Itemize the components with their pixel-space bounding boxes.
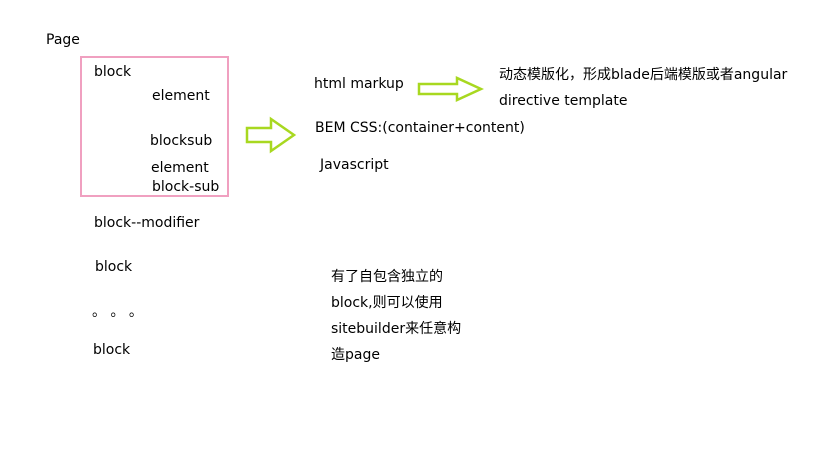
blocksub-label: blocksub	[150, 133, 213, 149]
right-arrow-icon	[245, 116, 297, 154]
block-label-3: block	[93, 342, 131, 358]
ellipsis-label: 。 。 。	[92, 304, 143, 320]
block-label: block	[94, 64, 132, 80]
element-label-2: element	[151, 160, 209, 176]
block-sub-label: block-sub	[152, 179, 220, 195]
bottom-note-line-3: sitebuilder来任意构	[331, 321, 462, 337]
block-modifier-label: block--modifier	[94, 215, 200, 231]
block-label-2: block	[95, 259, 133, 275]
html-markup-label: html markup	[314, 76, 404, 92]
bottom-note-line-2: block,则可以使用	[331, 295, 443, 311]
bottom-note-line-1: 有了自包含独立的	[331, 269, 443, 285]
block-container	[80, 56, 229, 197]
bem-css-label: BEM CSS:(container+content)	[315, 120, 525, 136]
element-label: element	[152, 88, 210, 104]
bottom-note-line-4: 造page	[331, 347, 380, 363]
right-note-line-1: 动态模版化，形成blade后端模版或者angular	[499, 67, 788, 83]
right-arrow-icon-2	[417, 76, 485, 102]
page-label: Page	[46, 32, 80, 48]
javascript-label: Javascript	[320, 157, 389, 173]
right-note-line-2: directive template	[499, 93, 628, 109]
